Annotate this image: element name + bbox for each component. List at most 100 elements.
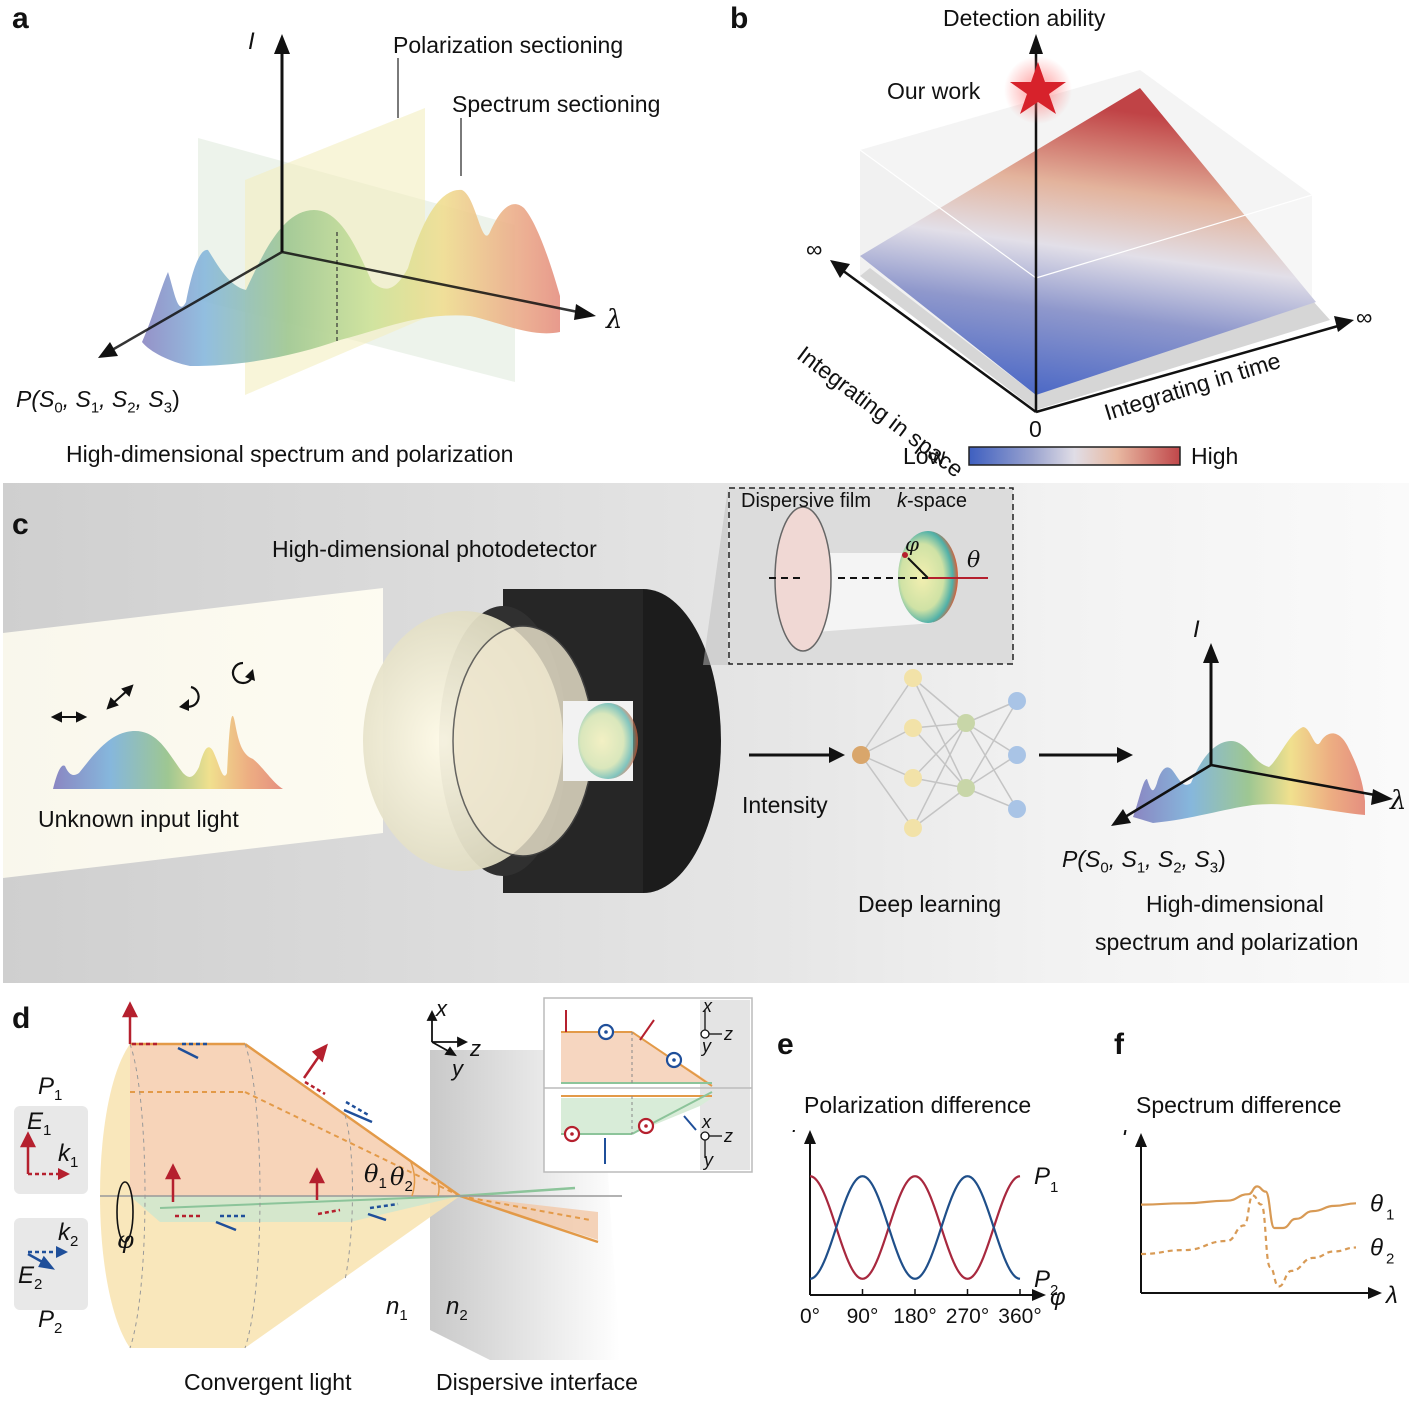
axis-intensity-arrowhead: [274, 34, 290, 54]
e1-label: E1: [27, 1108, 51, 1139]
x-tick-label: 0°: [800, 1305, 820, 1328]
x-axis-arrowhead: [1032, 1289, 1046, 1301]
p2-sub: 2: [54, 1319, 63, 1337]
dispersive-interface-caption: Dispersive interface: [436, 1369, 638, 1395]
box-edge: [859, 149, 1037, 279]
nn-edge: [965, 700, 1018, 724]
nn-node: [904, 819, 922, 837]
inset-phi-label: φ: [905, 532, 920, 556]
p2-legend-box: [14, 1218, 88, 1310]
axis-detection-label: Detection ability: [943, 5, 1106, 31]
n2-text: n: [446, 1293, 460, 1320]
xyz-axes-icon: [426, 1009, 469, 1057]
colorbar: [968, 446, 1181, 466]
circular-polarization-cw-icon: [179, 685, 200, 711]
chart-e-title: Polarization difference: [804, 1092, 1032, 1118]
x-tick-label: 180°: [893, 1305, 936, 1328]
stokes-3: 3: [163, 399, 173, 417]
nn-edge: [965, 722, 1018, 810]
stokes-0: 0: [54, 399, 63, 417]
inset-z-top: z: [724, 1024, 733, 1044]
e2-field-arrows: [177, 1046, 387, 1232]
our-work-star-icon: [1010, 62, 1066, 114]
axis-polarization: [111, 250, 283, 352]
p2-text: P: [38, 1306, 55, 1333]
intensity-arrow: [749, 747, 845, 763]
x-axis-label: φ: [1050, 1284, 1066, 1311]
infinity-space-label: ∞: [806, 236, 823, 262]
axis-y-label: y: [452, 1056, 463, 1081]
nn-node: [852, 746, 870, 764]
panel-e-label: e: [777, 1028, 794, 1061]
theta2-text: θ: [390, 1163, 405, 1191]
e2-legend-arrow: [27, 1252, 56, 1270]
circular-polarization-ccw-icon: [231, 661, 255, 685]
output-caption-line1: High-dimensional: [1146, 891, 1324, 917]
inset-z-bottom: z: [724, 1126, 733, 1146]
nn-edge: [912, 722, 967, 829]
series-θ2-line: [1140, 1194, 1357, 1288]
n2-label: n2: [446, 1293, 468, 1324]
theta2-label: θ2: [390, 1163, 413, 1195]
axis-wavelength-label: λ: [606, 305, 623, 335]
panel-a-diagram: [98, 34, 596, 395]
n1-text: n: [386, 1293, 400, 1320]
theta1-arc: [409, 1159, 416, 1197]
axis-polarization-prefix: P(S: [16, 386, 55, 412]
spectrum-surface: [142, 189, 560, 366]
series-P2-label-sub: 2: [1050, 1282, 1058, 1299]
stokes-3: 3: [1209, 859, 1219, 877]
axis-polarization-arrowhead: [98, 342, 118, 358]
nn-node: [1008, 746, 1026, 764]
nn-edge: [860, 754, 914, 779]
orange-dashed-refracted: [459, 1195, 591, 1221]
output-axis-P-label: P(S0, S1, S2, S3): [1062, 846, 1226, 877]
photodetector-device: [363, 589, 721, 893]
y-axis-label: T: [788, 1130, 803, 1137]
box-edge: [1035, 194, 1313, 279]
k1-sub: 1: [70, 1153, 79, 1171]
nn-edge: [912, 677, 967, 789]
series-P1-label: P: [1034, 1163, 1050, 1190]
p1-legend-box: [14, 1106, 88, 1194]
neural-network: [852, 669, 1026, 837]
stokes-sep: , S: [62, 386, 91, 412]
stokes-0: 0: [1100, 859, 1109, 877]
nn-edge: [965, 700, 1018, 789]
nn-edge: [965, 754, 1018, 789]
stokes-sep: , S: [1108, 846, 1137, 872]
output-P-prefix: P(S: [1062, 846, 1101, 872]
x-axis-arrowhead: [1368, 1287, 1382, 1299]
panel-c-diagram: [3, 487, 1393, 893]
output-axis-P: [1124, 763, 1212, 819]
x-tick-label: 360°: [998, 1305, 1041, 1328]
nn-edge: [912, 787, 967, 829]
y-axis-arrowhead: [1135, 1133, 1147, 1147]
phi-line: [907, 557, 929, 579]
nn-node: [904, 769, 922, 787]
axis-space: [841, 268, 1037, 414]
n2-sub: 2: [459, 1306, 468, 1324]
kspace-text: -space: [907, 490, 968, 512]
orange-dashed-ray: [244, 1091, 461, 1197]
e1-text: E: [27, 1108, 44, 1135]
linear-horizontal-polarization-icon: [50, 711, 88, 723]
dispersive-film-label: Dispersive film: [741, 490, 872, 512]
inset-connector: [703, 488, 728, 665]
nn-edge: [860, 727, 914, 756]
k1-label: k1: [58, 1140, 78, 1171]
colorbar-low-label: Low: [903, 443, 946, 469]
orange-ray: [244, 1042, 461, 1198]
nn-node: [957, 779, 975, 797]
output-axis-I-arrowhead: [1203, 643, 1219, 663]
series-θ2-label-sub: 2: [1386, 1251, 1394, 1268]
series-θ1-line: [1140, 1185, 1357, 1230]
k2-wavevector-arrows: [182, 1042, 399, 1218]
series-θ1-label-sub: 1: [1386, 1206, 1394, 1223]
p1-sub: 1: [54, 1086, 63, 1104]
convergent-light-caption: Convergent light: [184, 1369, 352, 1395]
nn-node: [1008, 800, 1026, 818]
series-P1-label-sub: 1: [1050, 1179, 1058, 1196]
series-P2-line: [809, 1175, 1021, 1280]
x-tick-label: 270°: [946, 1305, 989, 1328]
